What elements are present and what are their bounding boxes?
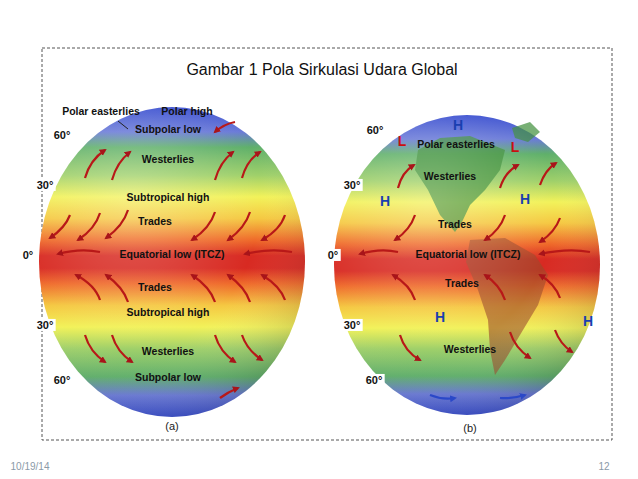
high-symbol: H (453, 118, 463, 133)
globe-a-shading (39, 107, 305, 417)
latitude-label: 0° (326, 249, 341, 261)
high-symbol: H (435, 310, 445, 325)
high-symbol: H (583, 314, 593, 329)
high-symbol: H (380, 194, 390, 209)
latitude-label: 30° (35, 179, 56, 191)
latitude-label: 60° (52, 129, 73, 141)
wind-arrows-b (360, 163, 590, 360)
pressure-label: Polar high (161, 106, 212, 118)
wind-arrows-a (50, 122, 292, 398)
latitude-label: 30° (342, 179, 363, 191)
wind-label: Polar easterlies (62, 106, 140, 118)
wind-label: Trades (438, 219, 472, 231)
high-symbol: H (520, 192, 530, 207)
figure-caption: (b) (463, 422, 476, 434)
pressure-label: Subtropical high (127, 192, 210, 204)
polar-arrows-b (430, 395, 525, 399)
leader-line (118, 121, 128, 129)
wind-label: Westerlies (142, 154, 194, 166)
wind-label: Polar easterlies (417, 139, 495, 151)
latitude-label: 0° (21, 249, 36, 261)
low-symbol: L (398, 134, 407, 149)
pressure-label: Equatorial low (ITCZ) (120, 249, 225, 261)
wind-label: Trades (138, 282, 172, 294)
low-symbol: L (511, 140, 520, 155)
slide-date: 10/19/14 (11, 461, 50, 472)
latitude-label: 60° (52, 374, 73, 386)
wind-label: Westerlies (424, 171, 476, 183)
pressure-label: Subpolar low (135, 372, 201, 384)
latitude-label: 60° (364, 374, 385, 386)
globe-b-shading (334, 115, 600, 415)
globe-a (39, 107, 305, 417)
slide-number: 12 (598, 461, 609, 472)
wind-label: Westerlies (444, 344, 496, 356)
latitude-label: 30° (342, 319, 363, 331)
wind-label: Trades (138, 216, 172, 228)
wind-label: Trades (445, 278, 479, 290)
latitude-label: 60° (365, 124, 386, 136)
wind-label: Westerlies (142, 346, 194, 358)
pressure-label: Equatorial low (ITCZ) (416, 249, 521, 261)
pressure-label: Subtropical high (127, 307, 210, 319)
latitude-label: 30° (35, 319, 56, 331)
pressure-label: Subpolar low (135, 124, 201, 136)
figure-caption: (a) (165, 420, 178, 432)
figure-title: Gambar 1 Pola Sirkulasi Udara Global (186, 61, 457, 79)
globe-b (334, 115, 600, 415)
